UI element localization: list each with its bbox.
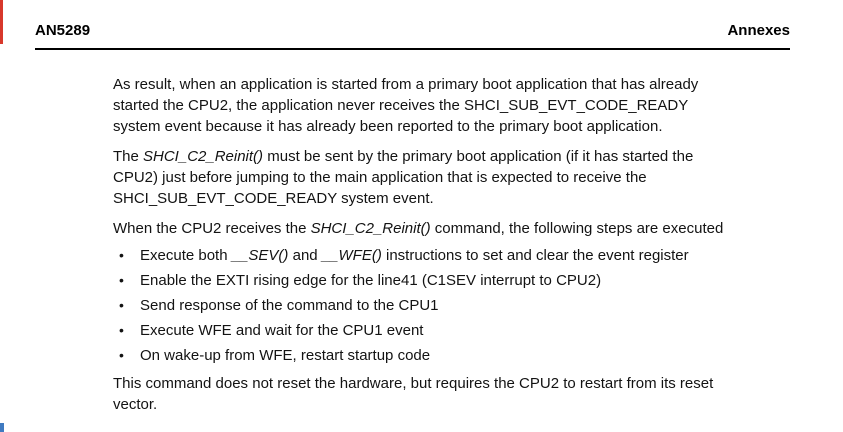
paragraph-steps-intro: When the CPU2 receives the SHCI_C2_Reini… xyxy=(113,218,793,239)
text-line: CPU2) just before jumping to the main ap… xyxy=(113,169,647,186)
function-name: __WFE() xyxy=(321,247,382,264)
list-item: • On wake-up from WFE, restart startup c… xyxy=(113,343,793,368)
function-name: SHCI_C2_Reinit() xyxy=(310,220,431,237)
bullet-text: Enable the EXTI rising edge for the line… xyxy=(140,272,602,289)
text-segment: and xyxy=(288,247,322,264)
paragraph-result: As result, when an application is starte… xyxy=(113,74,793,137)
text-segment: Execute both xyxy=(140,247,232,264)
header-rule xyxy=(35,48,790,50)
red-edge-fragment xyxy=(0,0,3,44)
text-line: When the CPU2 receives the SHCI_C2_Reini… xyxy=(113,218,793,239)
text-segment: When the CPU2 receives the xyxy=(113,220,311,237)
text-segment: must be sent by the primary boot applica… xyxy=(263,148,694,165)
function-name: SHCI_C2_Reinit() xyxy=(143,148,264,165)
text-segment: The xyxy=(113,148,144,165)
list-item: • Enable the EXTI rising edge for the li… xyxy=(113,268,793,293)
bullet-icon: • xyxy=(119,347,124,363)
text-line: The SHCI_C2_Reinit() must be sent by the… xyxy=(113,146,793,167)
text-segment: command, the following steps are execute… xyxy=(430,220,724,237)
paragraph-reset: This command does not reset the hardware… xyxy=(113,373,793,415)
bullet-icon: • xyxy=(119,297,124,313)
paragraph-reinit: The SHCI_C2_Reinit() must be sent by the… xyxy=(113,146,793,209)
list-item: • Send response of the command to the CP… xyxy=(113,293,793,318)
text-segment: instructions to set and clear the event … xyxy=(381,247,689,264)
list-item: • Execute both __SEV() and __WFE() instr… xyxy=(113,243,793,268)
text-line: vector. xyxy=(113,396,158,413)
document-content: As result, when an application is starte… xyxy=(113,74,793,424)
bullet-icon: • xyxy=(119,272,124,288)
bullet-text: Execute WFE and wait for the CPU1 event xyxy=(140,322,424,339)
text-line: SHCI_SUB_EVT_CODE_READY system event. xyxy=(113,190,434,207)
blue-edge-fragment xyxy=(0,423,4,432)
list-item: • Execute WFE and wait for the CPU1 even… xyxy=(113,318,793,343)
bullet-icon: • xyxy=(119,247,124,263)
bullet-icon: • xyxy=(119,322,124,338)
header-section-title: Annexes xyxy=(727,22,790,39)
text-line: This command does not reset the hardware… xyxy=(113,375,714,392)
function-name: __SEV() xyxy=(231,247,289,264)
text-line: As result, when an application is starte… xyxy=(113,76,699,93)
text-line: started the CPU2, the application never … xyxy=(113,97,689,114)
text-line: system event because it has already been… xyxy=(113,118,663,135)
steps-bullet-list: • Execute both __SEV() and __WFE() instr… xyxy=(113,243,793,368)
bullet-text: Send response of the command to the CPU1 xyxy=(140,297,439,314)
bullet-text: On wake-up from WFE, restart startup cod… xyxy=(140,347,431,364)
page-header: AN5289 Annexes xyxy=(35,22,790,39)
bullet-text: Execute both __SEV() and __WFE() instruc… xyxy=(140,245,689,266)
doc-number: AN5289 xyxy=(35,22,91,39)
